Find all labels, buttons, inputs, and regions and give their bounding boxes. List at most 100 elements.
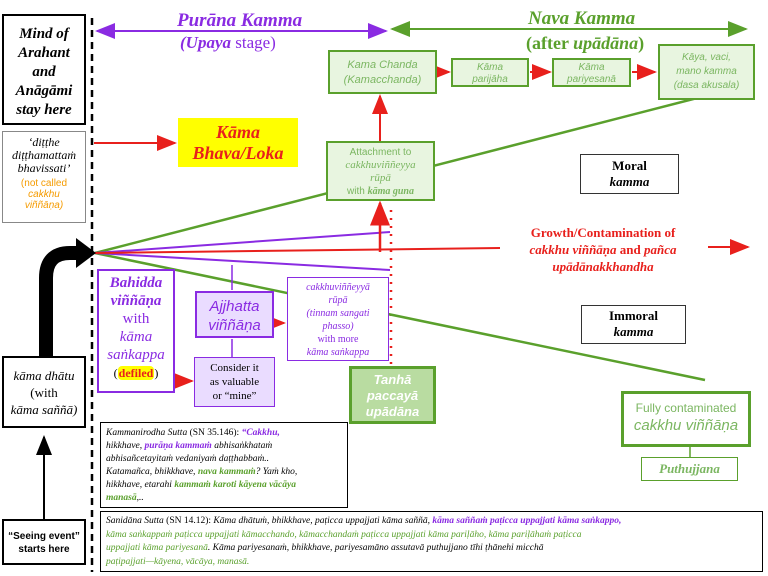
attachment-line: with kāma guna bbox=[347, 186, 414, 197]
kama-parijaha-line: parijāha bbox=[472, 74, 508, 85]
not-called-line: viññāṇa) bbox=[24, 200, 64, 211]
bahidda-line: viññāṇa bbox=[110, 293, 162, 309]
fully-contaminated-box: Fully contaminated cakkhu viññāṇa bbox=[621, 391, 751, 447]
kama-chanda-box: Kama Chanda (Kamacchanda) bbox=[328, 50, 437, 94]
tanha-line: paccayā bbox=[366, 388, 419, 403]
kaya-vaci-line: (dasa akusala) bbox=[673, 80, 740, 91]
ditthe-line: bhavissati’ bbox=[17, 161, 71, 175]
bahidda-vinnana-box: Bahidda viññāṇa with kāma saṅkappa (defi… bbox=[97, 269, 175, 393]
ajjhatta-vinnana-box: Ajjhatta viññāṇa bbox=[195, 291, 274, 338]
attachment-box: Attachment to cakkhuviññeyya rūpā with k… bbox=[326, 141, 435, 201]
sutta2-line: uppajjati kāma pariyesanā. Kāma pariyesa… bbox=[106, 543, 544, 553]
sutta2-line: paṭipajjati—kāyena, vācāya, manasā. bbox=[106, 556, 250, 567]
purple-lower-line bbox=[94, 252, 391, 271]
red-main-line bbox=[94, 247, 501, 254]
kaya-vaci-line: mano kamma bbox=[676, 66, 737, 77]
kama-dhatu-line: kāma saññā) bbox=[10, 402, 78, 417]
purana-kamma-subtitle: (Upaya stage) bbox=[180, 33, 276, 52]
puthujjana-box: Puthujjana bbox=[641, 457, 738, 481]
attachment-line: cakkhuviññeyya bbox=[345, 159, 416, 171]
bahidda-defiled-line: (defiled) bbox=[113, 366, 159, 380]
sutta1-line: hikkhave, purāṇa kammaṁ abhisaṅkhataṁ bbox=[106, 441, 273, 451]
kama-dhatu-line: kāma dhātu bbox=[13, 368, 75, 383]
purana-kamma-title: Purāna Kamma bbox=[177, 10, 303, 31]
immoral-line-text: kamma bbox=[613, 324, 654, 339]
cakkhu-rupa-line: cakkhuviññeyyā bbox=[306, 282, 370, 293]
nava-kamma-subtitle: (after upādāna) bbox=[526, 33, 645, 53]
kaya-vaci-line: Kāya, vaci, bbox=[682, 52, 731, 63]
ditthe-line: diṭṭhamattaṁ bbox=[11, 148, 76, 162]
sanidana-sutta-box: Sanidāna Sutta (SN 14.12): Kāma dhātuṁ, … bbox=[100, 511, 763, 572]
moral-line-text: kamma bbox=[609, 174, 650, 189]
ditthe-box: ‘diṭṭhe diṭṭhamattaṁ bhavissati’ (not ca… bbox=[2, 131, 86, 223]
mind-box-line: Mind of bbox=[19, 26, 69, 42]
consider-valuable-box: Consider it as valuable or “mine” bbox=[194, 357, 275, 407]
not-called-line: cakkhu bbox=[28, 189, 60, 200]
tanha-upadana-box: Tanhā paccayā upādāna bbox=[349, 366, 436, 424]
cakkhu-rupa-line: (tinnam sangati bbox=[306, 308, 370, 319]
kama-bhava-line: Kāma bbox=[215, 122, 260, 142]
attachment-line: rūpā bbox=[370, 172, 391, 184]
moral-line-text: Moral bbox=[612, 158, 647, 173]
kama-pariyesana-box: Kāma pariyesanā bbox=[552, 58, 631, 87]
cakkhu-rupa-line: rūpā bbox=[328, 295, 348, 306]
immoral-kamma-box: Immoral kamma bbox=[581, 305, 686, 344]
big-black-arrow bbox=[39, 246, 78, 356]
seeing-event-line: “Seeing event” bbox=[8, 531, 80, 542]
growth-label: Growth/Contamination of cakkhu viññāṇa a… bbox=[503, 224, 703, 275]
growth-line: upādānakkhandha bbox=[552, 259, 654, 274]
not-called-line: (not called bbox=[20, 178, 68, 189]
consider-line: as valuable bbox=[209, 376, 260, 388]
cakkhu-rupa-line: kāma saṅkappa bbox=[306, 347, 370, 358]
kaya-vaci-box: Kāya, vaci, mano kamma (dasa akusala) bbox=[658, 44, 755, 100]
purple-upper-line bbox=[94, 231, 391, 254]
ditthe-line: ‘diṭṭhe bbox=[28, 135, 60, 149]
ajjhatta-line: viññāṇa bbox=[208, 317, 261, 334]
kammanirodha-sutta-box: Kammanirodha Sutta (SN 35.146): “Cakkhu,… bbox=[100, 422, 348, 508]
seeing-event-line: starts here bbox=[18, 544, 70, 555]
seeing-event-box: “Seeing event” starts here bbox=[2, 519, 86, 565]
sutta2-line: kāma saṅkappaṁ paṭicca uppajjati kāmacch… bbox=[106, 529, 582, 540]
kama-parijaha-box: Kāma parijāha bbox=[451, 58, 529, 87]
kama-dhatu-box: kāma dhātu (with kāma saññā) bbox=[2, 356, 86, 428]
sutta1-line: abhisañcetayitaṁ vedaniyaṁ daṭṭhabbaṁ.. bbox=[106, 454, 270, 464]
kama-bhava-box: Kāma Bhava/Loka bbox=[178, 118, 298, 167]
bahidda-line: saṅkappa bbox=[107, 347, 165, 363]
mind-box-line: and bbox=[32, 64, 56, 80]
cakkhu-rupa-line: with more bbox=[317, 334, 359, 345]
kama-chanda-line: (Kamacchanda) bbox=[343, 74, 422, 86]
cakkhuvinneyya-rupa-box: cakkhuviññeyyā rūpā (tinnam sangati phas… bbox=[287, 277, 389, 361]
growth-line: cakkhu viññāṇa and pañca bbox=[529, 242, 677, 257]
tanha-line: upādāna bbox=[365, 404, 420, 419]
sutta1-line: Kammanirodha Sutta (SN 35.146): “Cakkhu, bbox=[106, 428, 280, 438]
kama-pariyesana-line: pariyesanā bbox=[567, 74, 616, 85]
mind-box-line: Anāgāmi bbox=[15, 83, 73, 99]
kama-pariyesana-line: Kāma bbox=[578, 62, 605, 73]
mind-box-line: Arahant bbox=[18, 45, 70, 61]
consider-line: Consider it bbox=[210, 362, 259, 374]
consider-line: or “mine” bbox=[212, 390, 257, 402]
fully-line: cakkhu viññāṇa bbox=[633, 417, 739, 434]
immoral-line-text: Immoral bbox=[608, 308, 659, 323]
fully-line: Fully contaminated bbox=[635, 401, 737, 415]
sutta1-line: Katamañca, bhikkhave, nava kammaṁ? Yaṁ k… bbox=[106, 467, 298, 477]
tanha-line: Tanhā bbox=[373, 372, 412, 387]
big-black-arrowhead bbox=[76, 238, 96, 268]
sutta1-line: hikkhave, etarahi kammaṁ karoti kāyena v… bbox=[106, 480, 296, 490]
bahidda-line: Bahidda bbox=[109, 275, 163, 291]
nava-kamma-title: Nava Kamma bbox=[528, 8, 636, 29]
mind-of-arahant-box: Mind of Arahant and Anāgāmi stay here bbox=[2, 14, 86, 125]
kama-parijaha-line: Kāma bbox=[476, 62, 504, 73]
kama-bhava-line: Bhava/Loka bbox=[192, 143, 284, 163]
cakkhu-rupa-line: phasso) bbox=[322, 321, 354, 332]
attachment-line: Attachment to bbox=[349, 147, 412, 158]
kama-dhatu-line: (with bbox=[30, 385, 58, 400]
immoral-line bbox=[94, 251, 706, 382]
sutta1-line: manasā,.. bbox=[106, 493, 144, 503]
bahidda-line: with bbox=[122, 311, 150, 327]
kama-chanda-line: Kama Chanda bbox=[347, 59, 418, 71]
growth-line: Growth/Contamination of bbox=[530, 225, 676, 240]
ajjhatta-line: Ajjhatta bbox=[209, 298, 260, 315]
